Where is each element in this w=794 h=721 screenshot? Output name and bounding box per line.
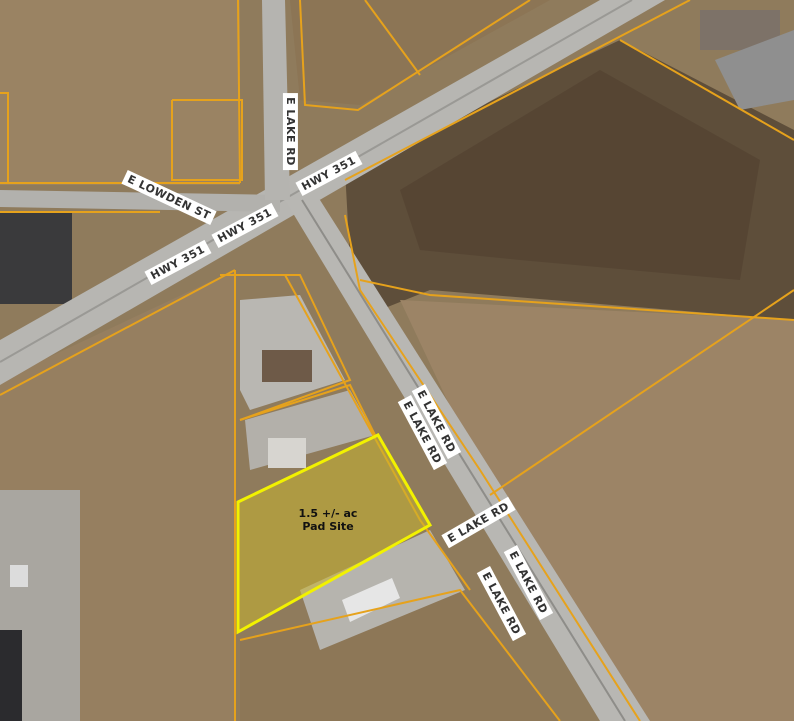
- industrial-tank: [10, 565, 28, 587]
- lowden-street: [0, 190, 280, 212]
- field-east: [400, 300, 794, 721]
- pad-site-label: 1.5 +/- ac Pad Site: [283, 507, 373, 533]
- gas-station-building: [262, 350, 312, 382]
- pad-site-name: Pad Site: [302, 520, 354, 533]
- road-label-lake-rd-north: E LAKE RD: [282, 93, 298, 170]
- lake-road-median: [301, 199, 626, 721]
- parking-lot-west: [0, 212, 72, 304]
- south-building: [342, 578, 400, 622]
- industrial-roof: [0, 630, 22, 721]
- field-north: [290, 0, 550, 105]
- apartment-parking: [715, 30, 794, 110]
- brush-dense: [400, 70, 760, 280]
- highway-351: [0, 0, 665, 385]
- pad-site-acreage: 1.5 +/- ac: [298, 507, 358, 520]
- field-northwest: [0, 0, 240, 185]
- lake-road-south: [285, 200, 650, 721]
- pad-site-parcel[interactable]: [236, 433, 433, 635]
- restaurant-building: [268, 438, 306, 468]
